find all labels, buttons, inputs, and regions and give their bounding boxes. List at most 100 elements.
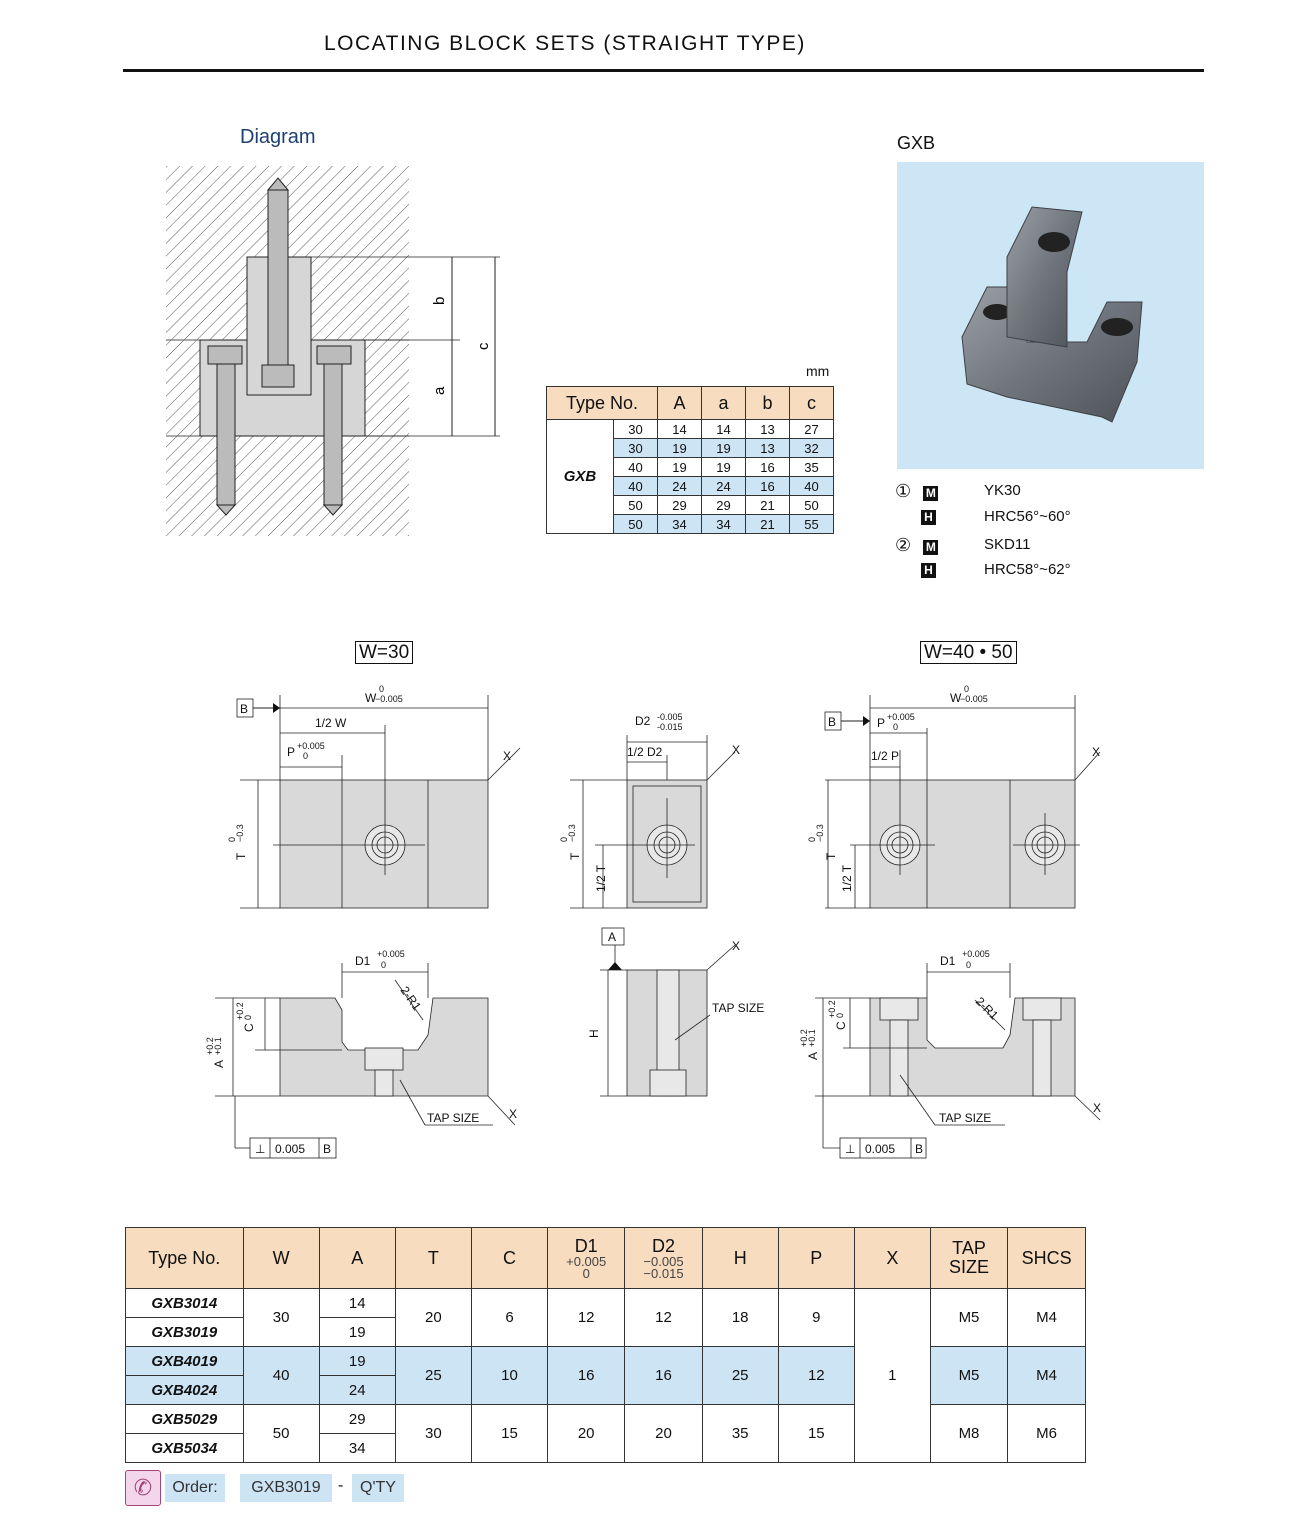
w4050-t-up: 0 xyxy=(807,837,817,842)
dimension-table: Type No. A a b c GXB 30 14 14 13 27 30 1… xyxy=(546,386,834,534)
d2-cell: 20 xyxy=(624,1404,703,1463)
locating-block-image xyxy=(961,206,1143,423)
product-photo xyxy=(897,162,1204,469)
table-row: GXB5029 50 29 30 15 20 20 35 15 M8 M6 xyxy=(125,1404,1086,1463)
w4050-front-x: X xyxy=(1093,1101,1101,1115)
x-cell: 1 xyxy=(853,1288,931,1463)
spec-header-x: X xyxy=(853,1227,931,1289)
w30-t-low: −0.3 xyxy=(235,824,245,842)
type-no-cell: GXB4024 xyxy=(125,1375,244,1405)
dim-cell: 24 xyxy=(657,476,702,496)
w4050-p-up: +0.005 xyxy=(887,712,915,722)
h-cell: 35 xyxy=(701,1404,779,1463)
c-cell: 15 xyxy=(470,1404,549,1463)
w30-d1-low: 0 xyxy=(381,960,386,970)
w4050-p-label: P xyxy=(877,716,885,730)
side-x-label: X xyxy=(732,743,740,757)
w4050-t-low: −0.3 xyxy=(815,824,825,842)
c-cell: 10 xyxy=(470,1346,549,1405)
tap-cell: M8 xyxy=(929,1404,1009,1463)
spec-header-p: P xyxy=(777,1227,855,1289)
w4050-perp-value: 0.005 xyxy=(865,1142,895,1156)
side-t-low: −0.3 xyxy=(567,824,577,842)
spec-table: Type No. W A T C D1+0.005 0 D2−0.005 −0.… xyxy=(125,1227,1086,1463)
spec-header-t: T xyxy=(394,1227,472,1289)
material-2-m-value: SKD11 xyxy=(984,536,1031,553)
w-cell: 50 xyxy=(242,1404,320,1463)
w30-d1-up: +0.005 xyxy=(377,949,405,959)
dim-a-label: a xyxy=(431,386,448,395)
shcs-cell: M4 xyxy=(1007,1288,1086,1347)
w30-width-label: W xyxy=(365,691,377,705)
side-t-up: 0 xyxy=(559,837,569,842)
dim-cell: 30 xyxy=(613,419,658,439)
order-example: GXB3019 xyxy=(240,1474,332,1502)
w30-p-up: +0.005 xyxy=(297,741,325,751)
spec-header-c: C xyxy=(470,1227,549,1289)
dim-cell: 34 xyxy=(701,514,746,534)
dim-cell: 30 xyxy=(613,438,658,458)
w-cell: 40 xyxy=(242,1346,320,1405)
p-cell: 12 xyxy=(777,1346,855,1405)
w30-p-low: 0 xyxy=(303,751,308,761)
dim-row: GXB 30 14 14 13 27 xyxy=(546,419,834,534)
type-no-cell: GXB3014 xyxy=(125,1288,244,1318)
w30-perp-ref: B xyxy=(323,1142,331,1156)
w30-datum-b: B xyxy=(240,702,248,716)
material-1: ① M YK30 xyxy=(895,481,1021,502)
h-cell: 18 xyxy=(701,1288,779,1347)
p-cell: 9 xyxy=(777,1288,855,1347)
w-cell: 30 xyxy=(242,1288,320,1347)
dim-cell: 21 xyxy=(745,495,790,515)
type-no-cell: GXB5029 xyxy=(125,1404,244,1434)
dim-cell: 32 xyxy=(789,438,834,458)
dim-cell: 24 xyxy=(701,476,746,496)
a-cell: 19 xyxy=(318,1346,396,1376)
spec-header-d1: D1+0.005 0 xyxy=(547,1227,626,1289)
dim-cell: 16 xyxy=(745,476,790,496)
side-tap-size: TAP SIZE xyxy=(712,1001,764,1015)
dim-row: 50 34 34 21 55 xyxy=(547,514,834,534)
w30-c-up: +0.2 xyxy=(235,1002,245,1020)
tap-cell: M5 xyxy=(929,1288,1009,1347)
w4050-d1-up: +0.005 xyxy=(962,949,990,959)
page-title: LOCATING BLOCK SETS (STRAIGHT TYPE) xyxy=(324,32,806,55)
dim-cell: 40 xyxy=(613,457,658,477)
dim-cell: 14 xyxy=(701,419,746,439)
t-cell: 25 xyxy=(394,1346,472,1405)
material-2-hardness: H HRC58°~62° xyxy=(921,561,1071,578)
d1-cell: 16 xyxy=(547,1346,626,1405)
type-no-cell: GXB4019 xyxy=(125,1346,244,1376)
material-1-h-value: HRC56°~60° xyxy=(984,508,1071,525)
dim-header-A: A xyxy=(657,386,702,420)
w30-a-label: A xyxy=(212,1060,226,1068)
side-front-x: X xyxy=(732,939,740,953)
w30-d1-label: D1 xyxy=(355,954,371,968)
w4050-tap-size: TAP SIZE xyxy=(939,1111,991,1125)
dim-cell: 34 xyxy=(657,514,702,534)
w4050-c-label: C xyxy=(834,1021,848,1030)
dim-cell: 27 xyxy=(789,419,834,439)
w4050-t-label: T xyxy=(824,852,838,860)
dim-group-label: GXB xyxy=(546,419,614,534)
dim-header-b: b xyxy=(745,386,790,420)
a-cell: 29 xyxy=(318,1404,396,1434)
p-cell: 15 xyxy=(777,1404,855,1463)
spec-header-shcs: SHCS xyxy=(1007,1227,1086,1289)
dim-cell: 16 xyxy=(745,457,790,477)
material-2-h-value: HRC58°~62° xyxy=(984,561,1071,578)
w4050-d1-low: 0 xyxy=(966,960,971,970)
c-cell: 6 xyxy=(470,1288,549,1347)
w30-width-up: 0 xyxy=(379,684,384,694)
diagram-label: Diagram xyxy=(240,126,316,148)
hardness-h-icon: H xyxy=(921,510,936,525)
w4050-perp-symbol: ⊥ xyxy=(845,1142,855,1156)
dim-cell: 14 xyxy=(657,419,702,439)
w30-c-low: 0 xyxy=(243,1015,253,1020)
w30-a-up: +0.2 xyxy=(205,1037,215,1055)
w30-tap-size: TAP SIZE xyxy=(427,1111,479,1125)
dim-c-label: c xyxy=(475,342,492,350)
w4050-c-up: +0.2 xyxy=(827,1000,837,1018)
side-half-t: 1/2 T xyxy=(594,864,608,892)
table-row: GXB3014 30 14 20 6 12 12 18 9 1 M5 M4 xyxy=(125,1288,1086,1463)
